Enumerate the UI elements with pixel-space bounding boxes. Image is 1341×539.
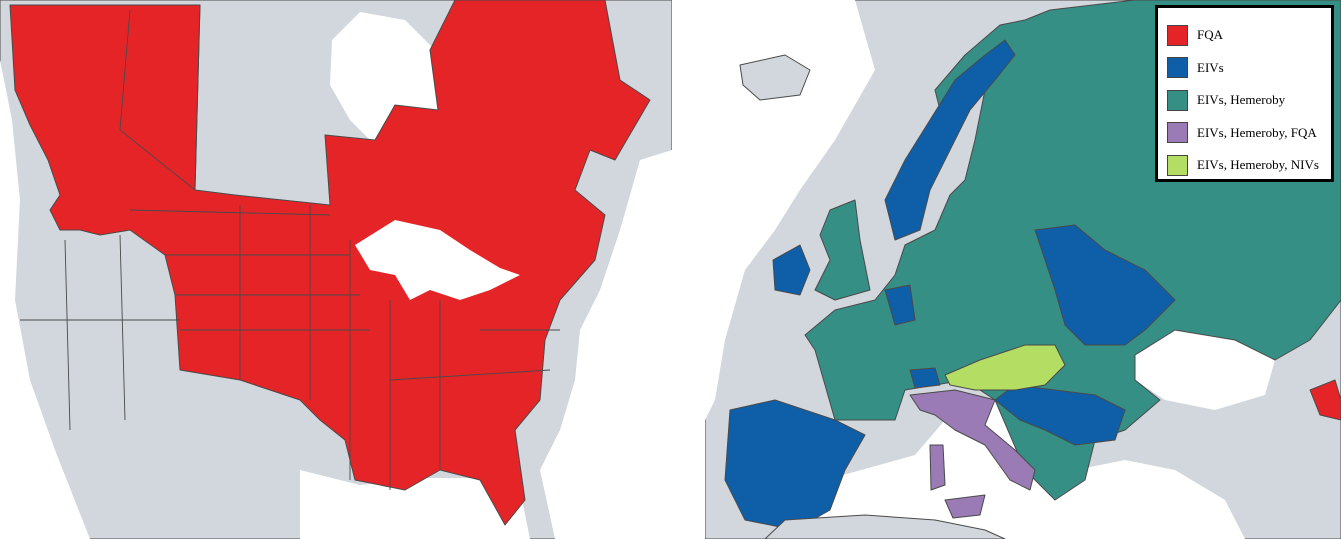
eu-atlantic [705,0,875,420]
legend-item: EIVs, Hemeroby [1167,84,1331,117]
legend-swatch [1167,122,1188,144]
eu-balkans [994,384,1126,446]
eu-italy [909,389,1036,491]
eu-iberia [724,399,866,531]
eu-ireland [772,244,811,296]
legend-label: FQA [1197,27,1224,43]
eu-norway [884,39,1016,241]
legend-item: EIVs, Hemeroby, FQA [1167,117,1331,150]
na-region-fqa [9,0,651,526]
legend-label: EIVs, Hemeroby [1197,92,1286,108]
na-state-borders [20,4,560,490]
legend-swatch [1167,24,1188,46]
na-atlantic [540,150,672,539]
eu-black-sea [1135,330,1275,410]
legend-label: EIVs, Hemeroby, FQA [1197,124,1317,140]
eu-sardinia [929,444,946,491]
legend-swatch [1167,89,1188,111]
na-great-lakes [355,220,520,300]
legend-item: EIVs, Hemeroby, NIVs [1167,149,1331,182]
eu-benelux [884,284,916,326]
legend-label: EIVs [1197,59,1224,75]
legend-item: FQA [1167,19,1331,52]
legend-item: EIVs [1167,52,1331,85]
legend-label: EIVs, Hemeroby, NIVs [1197,157,1319,173]
legend-swatch [1167,154,1188,176]
eu-uk [814,199,871,301]
map-legend: FQA EIVs EIVs, Hemeroby EIVs, Hemeroby, … [1155,5,1334,182]
na-pacific [0,60,90,539]
legend-swatch [1167,57,1188,79]
eu-iceland [739,54,811,101]
north-america-map [0,0,672,539]
na-gulf [300,470,530,539]
eu-eastern-block [1034,224,1176,346]
eu-north-africa [764,514,1006,539]
eu-switzerland [909,367,941,389]
eu-austria-hungary [944,344,1066,391]
eu-caucasus-fqa [1309,379,1341,421]
eu-sicily [944,494,986,519]
